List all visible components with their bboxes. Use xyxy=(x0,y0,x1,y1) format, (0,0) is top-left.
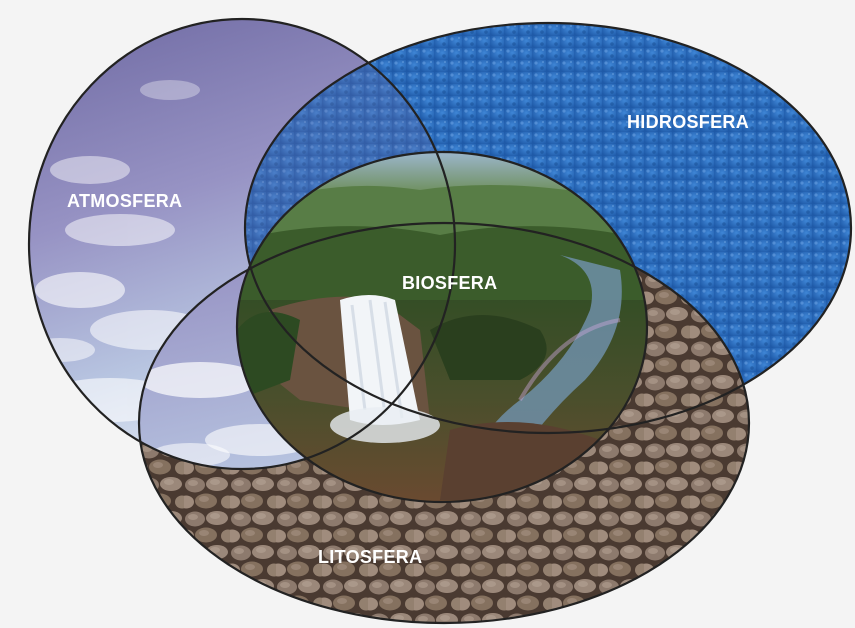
hidrosfera-label: HIDROSFERA xyxy=(627,112,749,132)
biosfera-label: BIOSFERA xyxy=(402,273,497,293)
atmosfera-label: ATMOSFERA xyxy=(67,191,182,211)
litosfera-label: LITOSFERA xyxy=(318,547,422,567)
